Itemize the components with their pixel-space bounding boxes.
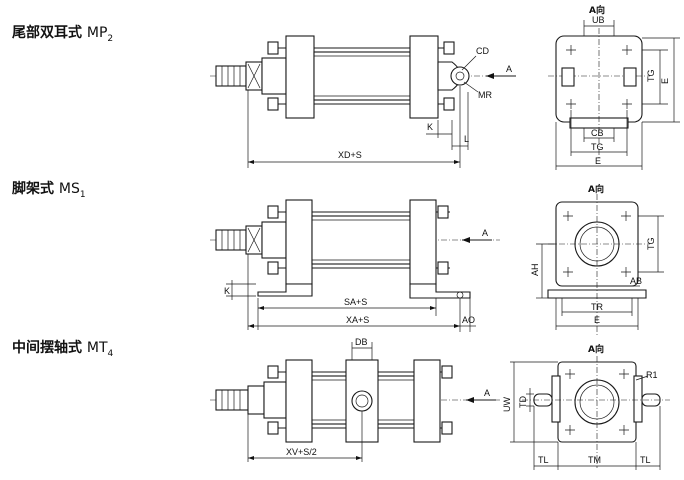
mt4-a-label: A bbox=[484, 388, 490, 398]
mp2-side-view bbox=[210, 35, 516, 168]
section-title-ms1: 脚架式 MS1 bbox=[12, 181, 86, 200]
mt4-side-view bbox=[210, 342, 500, 462]
mp2-xd-label: XD+S bbox=[338, 150, 362, 160]
mt4-a-view bbox=[510, 356, 670, 470]
mp2-view-label: A向 bbox=[589, 4, 605, 16]
mt4-tm-label: TM bbox=[588, 455, 601, 465]
mt4-db-label: DB bbox=[355, 337, 368, 347]
mp2-tg-bottom-label: TG bbox=[591, 142, 604, 152]
ms1-tr-label: TR bbox=[591, 302, 603, 312]
mp2-e-bottom-label: E bbox=[595, 156, 601, 166]
ms1-k-label: K bbox=[224, 286, 230, 296]
ms1-a-label: A bbox=[482, 228, 488, 238]
ms1-ah-label: AH bbox=[530, 263, 540, 276]
mp2-e-side-label: E bbox=[660, 78, 670, 84]
ms1-sa-label: SA+S bbox=[344, 297, 367, 307]
mt4-xv-label: XV+S/2 bbox=[286, 447, 317, 457]
mp2-cd-label: CD bbox=[476, 46, 489, 56]
ms1-view-label: A向 bbox=[588, 183, 604, 195]
mp2-ub-label: UB bbox=[592, 15, 605, 25]
ms1-xa-label: XA+S bbox=[346, 315, 369, 325]
mp2-a-view bbox=[548, 20, 680, 170]
ms1-e-bottom-label: E bbox=[594, 315, 600, 325]
mt4-view-label: A向 bbox=[588, 343, 604, 355]
ms1-tg-side-label: TG bbox=[646, 238, 656, 251]
mp2-tg-side-label: TG bbox=[646, 70, 656, 83]
mt4-uw-label: UW bbox=[502, 397, 512, 412]
section-title-mt4: 中间摆轴式 MT4 bbox=[12, 340, 114, 359]
ms1-ao-label: AO bbox=[462, 315, 475, 325]
mt4-r1-label: R1 bbox=[646, 370, 658, 380]
mp2-l-label: L bbox=[464, 134, 469, 144]
mp2-mr-label: MR bbox=[478, 90, 492, 100]
section-title-mp2: 尾部双耳式 MP2 bbox=[12, 25, 114, 44]
mp2-cb-label: CB bbox=[591, 128, 604, 138]
mt4-tl-left-label: TL bbox=[538, 455, 549, 465]
ms1-a-view bbox=[536, 194, 664, 336]
mt4-tl-right-label: TL bbox=[640, 455, 651, 465]
ms1-ab-label: AB bbox=[630, 276, 642, 286]
ms1-side-view bbox=[210, 199, 500, 332]
mt4-td-label: TD bbox=[518, 396, 528, 408]
mp2-a-label: A bbox=[506, 64, 512, 74]
mp2-k-label: K bbox=[427, 122, 433, 132]
